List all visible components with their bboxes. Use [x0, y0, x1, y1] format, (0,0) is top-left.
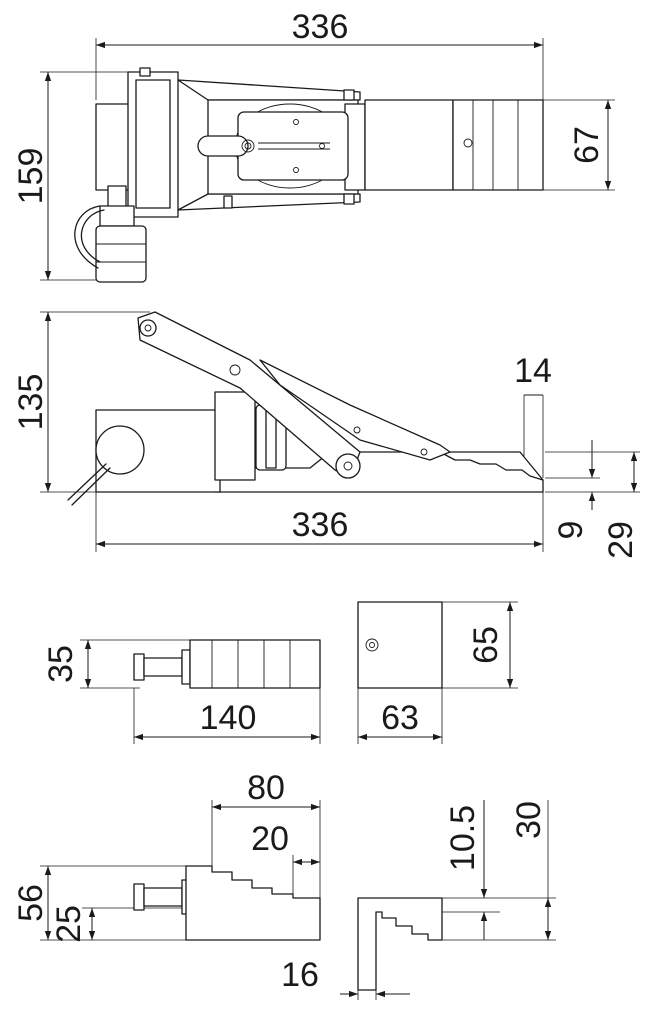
- jaw-view: 16 10.5 30: [281, 800, 556, 1000]
- dim-stepped-pin-height: 25: [50, 905, 88, 943]
- dim-jaw-step-height: 10.5: [444, 805, 482, 871]
- side-view: 135 336 14 9 29: [12, 311, 640, 559]
- dim-side-length: 336: [292, 506, 349, 544]
- dim-side-tail-height: 29: [602, 521, 640, 559]
- dim-plunger-height: 35: [42, 645, 80, 683]
- top-view: 336 159 67: [12, 8, 615, 283]
- dim-stepped-length: 80: [247, 769, 285, 807]
- dim-stepped-step: 20: [251, 820, 289, 858]
- block-view: 65 63: [357, 601, 518, 744]
- plunger-view: 35 140: [42, 639, 321, 744]
- dim-side-toe-height: 9: [552, 521, 590, 540]
- dim-plunger-length: 140: [200, 699, 257, 737]
- dim-side-height: 135: [12, 374, 50, 431]
- stepped-view: 80 20 56 25: [12, 769, 321, 943]
- dim-jaw-height: 30: [510, 801, 548, 839]
- dim-stepped-height: 56: [12, 884, 50, 922]
- dim-top-tail-height: 67: [568, 126, 606, 164]
- dim-block-width: 63: [381, 699, 419, 737]
- dim-top-length: 336: [292, 8, 349, 46]
- dim-top-height: 159: [12, 148, 50, 205]
- dim-side-step-width: 14: [514, 352, 552, 390]
- dim-jaw-width: 16: [281, 956, 319, 994]
- dim-block-height: 65: [467, 626, 505, 664]
